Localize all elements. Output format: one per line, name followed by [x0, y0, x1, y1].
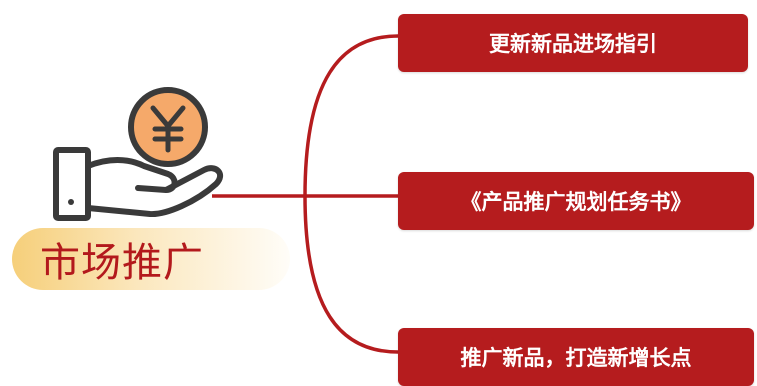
branch-label-3: 推广新品，打造新增长点: [460, 345, 692, 370]
root-node: 市场推广: [12, 228, 290, 290]
branch-node-1: 更新新品进场指引: [398, 14, 748, 72]
connector-branch-1: [303, 34, 399, 197]
branch-label-2: 《产品推广规划任务书》: [460, 189, 692, 214]
hand-icon: [85, 157, 224, 218]
hand-holding-yuan-coin-icon: [53, 87, 224, 221]
cuff-icon: [53, 147, 91, 221]
branch-node-3: 推广新品，打造新增长点: [398, 328, 754, 386]
root-label: 市场推广: [40, 240, 204, 286]
branch-node-2: 《产品推广规划任务书》: [398, 172, 754, 230]
yuan-symbol-icon: [150, 105, 186, 153]
branch-label-1: 更新新品进场指引: [489, 31, 657, 56]
connector-branch-3: [303, 195, 399, 354]
